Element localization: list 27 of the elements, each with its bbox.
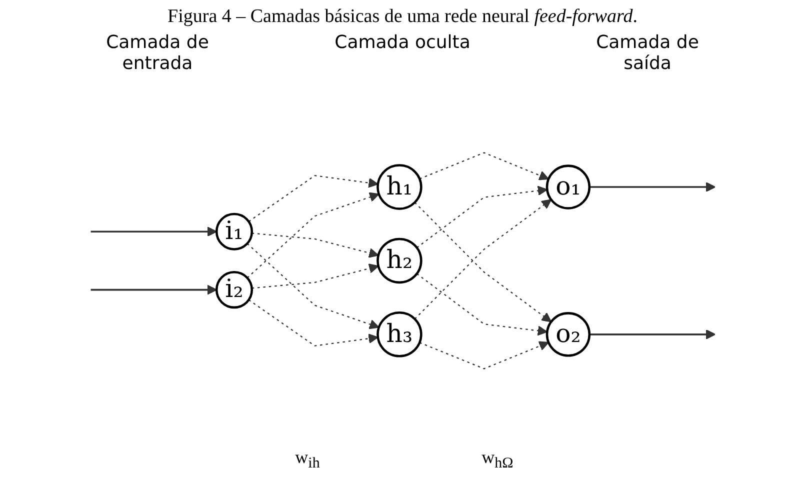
- arrow: [90, 284, 217, 295]
- arrow: [246, 243, 379, 330]
- arrow: [246, 192, 379, 278]
- node-circle: h₃: [376, 312, 422, 358]
- arrow: [418, 341, 549, 370]
- layer-heading: Camada oculta: [334, 32, 472, 55]
- weight-label: w$_{hΩ}$: [480, 447, 514, 473]
- arrow: [416, 186, 548, 248]
- arrow: [90, 226, 217, 237]
- node-circle: i₁: [214, 212, 253, 250]
- figure-title: Figura 4 – Camadas básicas de uma rede neural feed-forward.: [168, 6, 638, 28]
- arrow: [248, 174, 378, 222]
- arrow: [588, 329, 716, 340]
- node-circle: h₂: [376, 238, 422, 284]
- weight-label: w$_{ih}$: [294, 447, 321, 473]
- arrow: [251, 264, 378, 289]
- node-circle: h₁: [376, 164, 422, 210]
- arrow: [416, 273, 548, 336]
- layer-heading: Camada de saída: [595, 32, 700, 74]
- node-circle: i₂: [214, 271, 253, 309]
- arrow: [251, 232, 378, 258]
- arrow: [588, 182, 716, 192]
- arrow: [248, 299, 378, 346]
- node-circle: o₂: [545, 312, 590, 357]
- layer-heading: Camada de entrada: [105, 32, 210, 74]
- node-circle: o₁: [545, 164, 590, 210]
- arrow: [418, 152, 549, 180]
